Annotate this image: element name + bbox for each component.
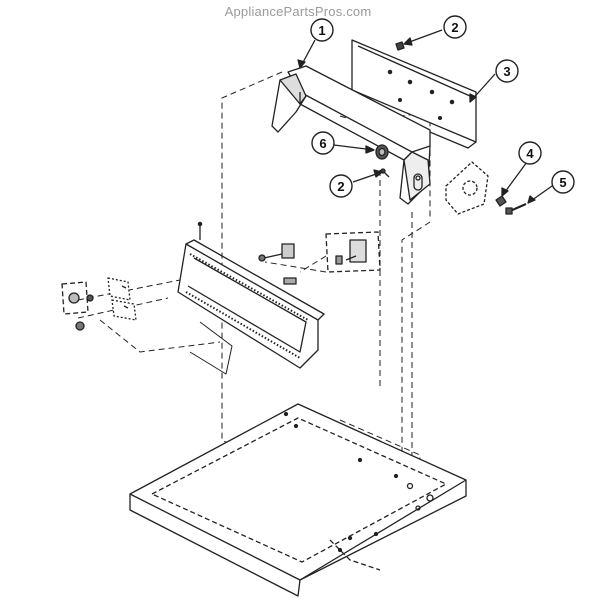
control-panel-trim <box>177 221 325 369</box>
part-5-bolt <box>505 202 527 215</box>
watermark-text: AppliancePartsPros.com <box>224 4 372 19</box>
callout-3-label: 3 <box>503 64 510 79</box>
knob-part <box>75 321 85 331</box>
left-inset <box>61 281 94 315</box>
selector-inset <box>325 231 381 273</box>
callout-4: 4 <box>518 141 542 165</box>
graphics-overlay <box>107 277 233 375</box>
callout-6: 6 <box>311 131 335 155</box>
callout-leaders <box>297 29 553 204</box>
end-bracket <box>445 161 489 215</box>
callout-2-lower: 2 <box>329 174 353 198</box>
callout-2-top-label: 2 <box>451 20 458 35</box>
switch-components <box>258 243 343 285</box>
dryer-top-panel <box>129 403 467 597</box>
part-6-bushing <box>375 144 389 160</box>
callout-4-label: 4 <box>526 146 534 161</box>
part-4-nut <box>495 195 507 207</box>
part-1-console-frame <box>271 65 431 205</box>
callout-5: 5 <box>551 170 575 194</box>
callout-6-label: 6 <box>319 136 326 151</box>
callout-1: 1 <box>310 18 334 42</box>
assembly-guide-lines <box>77 71 431 492</box>
callout-5-label: 5 <box>559 175 566 190</box>
callout-3: 3 <box>495 59 519 83</box>
callout-2-lower-label: 2 <box>337 179 344 194</box>
part-2-screw-top <box>395 41 405 51</box>
callout-2-top: 2 <box>443 15 467 39</box>
callout-1-label: 1 <box>318 23 325 38</box>
part-2-screw-lower <box>380 168 390 178</box>
